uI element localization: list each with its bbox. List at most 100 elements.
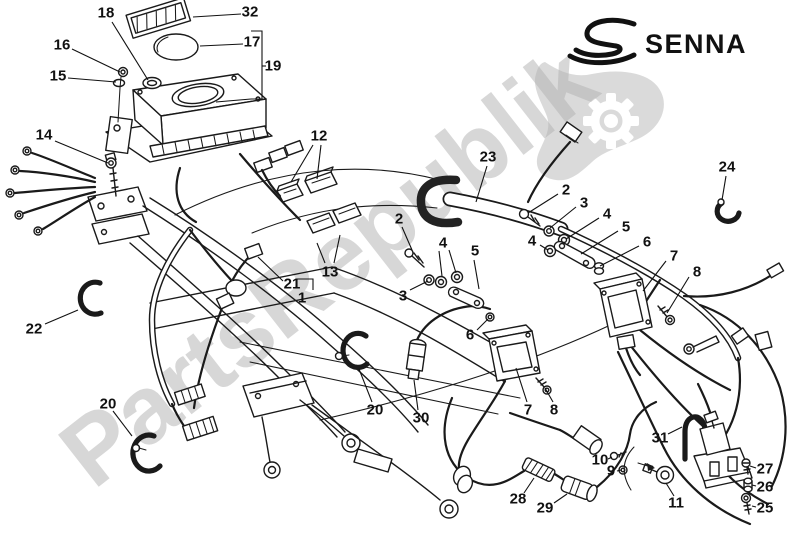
clip-24-art	[714, 198, 742, 224]
callout-arc-arrow	[623, 446, 655, 491]
part-number-13: 13	[322, 264, 339, 281]
part-number-8: 8	[550, 402, 558, 419]
leader-line-17	[199, 43, 244, 47]
leader-line-26	[751, 484, 757, 487]
leader-line-19	[215, 98, 252, 103]
leader-line-2	[527, 193, 559, 214]
leader-line-3	[549, 206, 577, 229]
washer-3-right-hole	[546, 227, 553, 234]
leader-line-7	[642, 260, 667, 292]
part-number-28: 28	[510, 491, 527, 508]
part-number-4: 4	[528, 233, 537, 250]
part-number-7: 7	[524, 402, 532, 419]
leader-line-5	[473, 259, 480, 290]
leader-line-9	[616, 469, 622, 472]
part-number-25: 25	[757, 500, 774, 517]
connector-13-art	[306, 202, 362, 234]
round-connector-art	[452, 465, 474, 494]
part-number-6: 6	[643, 234, 651, 251]
connector-stack-art	[253, 139, 304, 198]
senna-s-underline-icon	[567, 52, 637, 66]
part-number-20: 20	[100, 396, 117, 413]
leader-line-10	[607, 456, 613, 460]
leader-line-21	[257, 256, 284, 282]
part-number-2: 2	[562, 182, 570, 199]
washer-3-center-art	[423, 274, 435, 286]
screw-27-art	[741, 458, 751, 475]
part-number-10: 10	[592, 452, 609, 469]
leader-line-4	[448, 249, 457, 274]
bolt-8-right-art	[657, 305, 676, 326]
clip-22-art	[77, 279, 104, 317]
spark-lead-28-art	[521, 457, 556, 483]
gear-icon	[583, 93, 639, 149]
part-number-18: 18	[98, 5, 115, 22]
sensor-14-art	[104, 152, 119, 197]
leader-line-25	[751, 505, 757, 508]
pressure-sensor-cluster-art	[693, 410, 753, 489]
leader-line-4	[539, 244, 549, 251]
bolt-10-art	[609, 451, 627, 461]
leader-line-8	[666, 276, 690, 314]
part-number-5: 5	[471, 243, 479, 260]
leader-line-2	[401, 226, 413, 251]
relay-12-art	[276, 166, 338, 203]
part-number-27: 27	[757, 461, 774, 478]
leader-line-15	[67, 77, 117, 83]
switch-11-art	[642, 463, 675, 485]
clip-20-left-art	[130, 432, 163, 474]
part-number-30: 30	[413, 410, 430, 427]
part-number-20: 20	[367, 402, 384, 419]
part-number-12: 12	[311, 128, 328, 145]
part-number-32: 32	[242, 4, 259, 21]
leader-line-12	[316, 144, 322, 180]
senna-s-icon	[573, 17, 637, 58]
leader-line-30	[413, 379, 419, 411]
part-number-4: 4	[603, 206, 612, 223]
bolt-8-left-art	[535, 377, 552, 395]
spark-cap-29-art	[560, 475, 598, 503]
part-number-26: 26	[757, 479, 774, 496]
bolt-2-right-art	[518, 208, 541, 227]
leader-line-11	[665, 482, 675, 497]
nut-4-center-art	[434, 270, 464, 289]
leader-line-6	[476, 318, 489, 331]
cover-disc-17-art	[153, 33, 199, 61]
leader-line-14	[54, 140, 109, 164]
part-number-6: 6	[466, 327, 474, 344]
part-number-2: 2	[395, 211, 403, 228]
washer-3-center-hole	[426, 277, 433, 284]
nut-4-right-art	[543, 233, 571, 258]
connector-21-art	[215, 242, 264, 310]
bolt-25-art	[740, 492, 752, 515]
connector-block-a-art	[173, 383, 206, 406]
brand-logo: SENNA	[567, 17, 746, 66]
leader-line-13	[333, 234, 341, 264]
part-number-22: 22	[26, 321, 43, 338]
leader-line-29	[553, 493, 568, 504]
leader-line-13	[316, 242, 326, 264]
parts-art	[77, 0, 785, 515]
callout-bracket-19	[251, 30, 263, 100]
part-number-4: 4	[439, 235, 448, 252]
part-number-7: 7	[670, 248, 678, 265]
leader-line-20	[112, 410, 133, 437]
leader-line-20	[358, 368, 373, 403]
callout-bracket-1	[297, 278, 314, 290]
part-number-14: 14	[36, 127, 53, 144]
part-number-24: 24	[719, 159, 736, 176]
leader-line-7	[515, 367, 528, 403]
bracket-5-right-art	[553, 240, 596, 270]
part-number-3: 3	[399, 288, 407, 305]
connector-block-b-art	[181, 415, 219, 442]
leader-line-3	[409, 280, 429, 291]
leader-line-27	[749, 465, 757, 469]
leader-line-12	[290, 144, 314, 183]
leader-line-16	[71, 48, 121, 73]
part-number-21: 21	[284, 276, 301, 293]
screw-15-16-art	[112, 66, 129, 123]
clip-20-center-art	[334, 330, 370, 370]
